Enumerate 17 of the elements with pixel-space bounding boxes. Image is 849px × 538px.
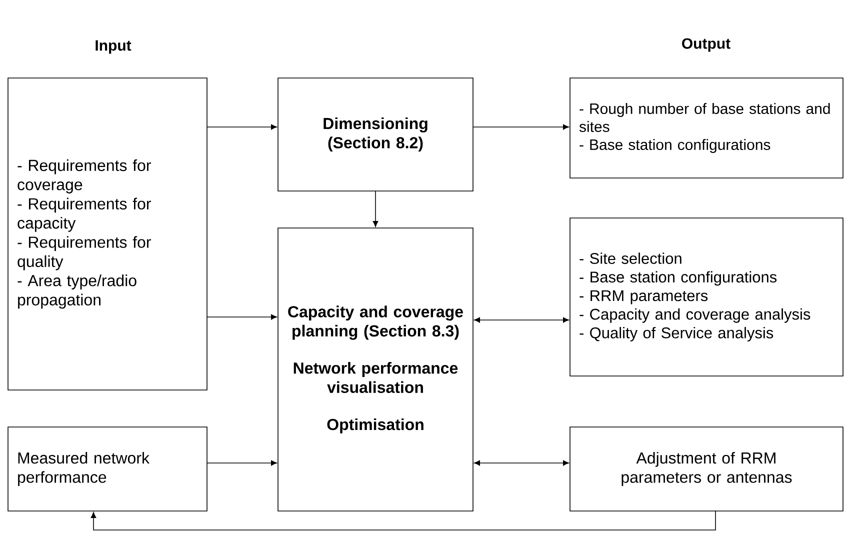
arrow — [474, 460, 569, 466]
arrow — [206, 314, 277, 320]
arrow — [90, 510, 716, 530]
process-box: - Requirements for coverage - Requirements for capacity - Requirements for quality - Area type/radio propagation — [8, 78, 208, 390]
arrow — [372, 190, 378, 227]
process-box: Measured network performance — [8, 426, 208, 512]
process-box: Adjustment of RRM parameters or antennas — [570, 426, 844, 512]
process-box: - Rough number of base stations and sites - Base station configurations — [570, 78, 844, 178]
process-box: Capacity and coverage planning (Section 8.3) Network performance visualisation Optimisation — [278, 228, 474, 512]
column-heading: Input — [96, 40, 132, 54]
process-box: - Site selection - Base station configurations - RRM parameters - Capacity and coverage analysis - Quality of Service analysis — [570, 218, 844, 376]
column-heading: Output — [682, 38, 730, 52]
arrow — [206, 460, 277, 466]
arrow — [474, 317, 569, 323]
arrow — [472, 124, 569, 130]
arrow — [206, 124, 277, 130]
process-box: Dimensioning (Section 8.2) — [278, 78, 474, 192]
